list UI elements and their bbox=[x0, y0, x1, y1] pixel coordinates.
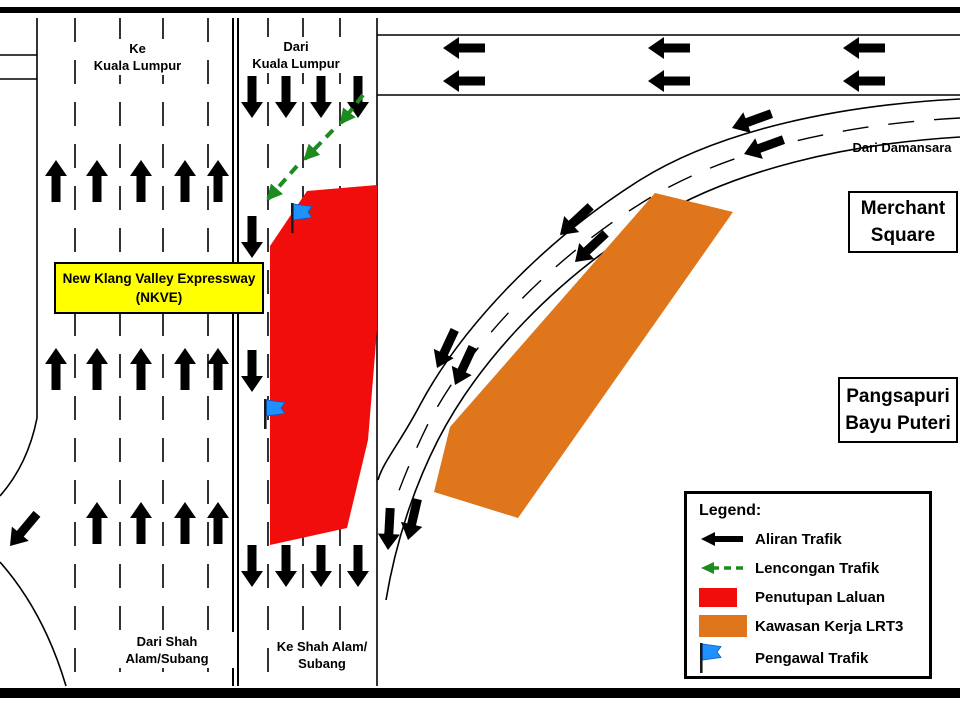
left-flow-arrow bbox=[648, 37, 690, 59]
label-line: Dari Damansara bbox=[852, 140, 952, 155]
down-flow-arrow bbox=[241, 76, 263, 118]
legend-box: Legend: Aliran Trafik Lencongan Trafik bbox=[684, 491, 932, 679]
down-flow-arrow bbox=[310, 76, 332, 118]
up-flow-arrow bbox=[86, 160, 108, 202]
label-line: Square bbox=[870, 225, 936, 246]
up-flow-arrow bbox=[174, 160, 196, 202]
legend-item-aliran-trafik: Aliran Trafik bbox=[699, 527, 917, 551]
legend-item-lencongan-trafik: Lencongan Trafik bbox=[699, 556, 917, 580]
ke-kuala-lumpur-label: Ke Kuala Lumpur bbox=[85, 39, 190, 75]
up-flow-arrow bbox=[130, 502, 152, 544]
up-flow-arrow bbox=[207, 502, 229, 544]
legend-item-label: Penutupan Laluan bbox=[755, 588, 886, 606]
legend-item-label: Lencongan Trafik bbox=[755, 559, 880, 577]
ramp-flow-arrow bbox=[427, 325, 465, 373]
lane-closure-zone bbox=[270, 185, 377, 545]
lane-markings bbox=[74, 18, 341, 686]
ramp-flow-arrow bbox=[728, 103, 776, 139]
page-border-bars bbox=[0, 7, 960, 698]
label-line: Alam/Subang bbox=[125, 651, 209, 666]
down-flow-arrow bbox=[241, 350, 263, 392]
label-line: Subang bbox=[298, 656, 346, 671]
dari-kuala-lumpur-label: Dari Kuala Lumpur bbox=[245, 37, 347, 73]
label-line: Kuala Lumpur bbox=[252, 56, 340, 71]
up-flow-arrow bbox=[86, 348, 108, 390]
label-line: Dari Shah bbox=[136, 634, 198, 649]
legend-item-label: Aliran Trafik bbox=[755, 530, 842, 548]
down-flow-arrow bbox=[347, 545, 369, 587]
legend-item-label: Kawasan Kerja LRT3 bbox=[755, 617, 904, 635]
down-flow-arrow bbox=[275, 545, 297, 587]
up-flow-arrow bbox=[174, 502, 196, 544]
traffic-marshal-flag-icon bbox=[699, 642, 755, 674]
ramp-flow-arrow bbox=[552, 198, 599, 244]
up-flow-arrow bbox=[130, 160, 152, 202]
left-flow-arrow bbox=[443, 37, 485, 59]
legend-item-penutupan-laluan: Penutupan Laluan bbox=[699, 585, 917, 609]
label-line: Bayu Puteri bbox=[845, 413, 951, 434]
label-line: (NKVE) bbox=[135, 290, 183, 305]
label-line: Dari bbox=[283, 39, 309, 54]
down-flow-arrow bbox=[241, 545, 263, 587]
up-flow-arrow bbox=[45, 160, 67, 202]
label-line: Pangsapuri bbox=[846, 386, 950, 407]
up-flow-arrow bbox=[207, 348, 229, 390]
up-flow-arrow bbox=[207, 160, 229, 202]
up-flow-arrow bbox=[86, 502, 108, 544]
dari-shah-alam-label: Dari Shah Alam/Subang bbox=[97, 632, 237, 668]
diversion-arrow-icon bbox=[699, 559, 755, 577]
up-flow-arrow bbox=[130, 348, 152, 390]
label-line: New Klang Valley Expressway bbox=[62, 271, 256, 286]
work-area-swatch bbox=[699, 615, 755, 637]
diversion-arrow bbox=[266, 164, 299, 201]
lane-closure-swatch bbox=[699, 587, 755, 607]
legend-title: Legend: bbox=[699, 502, 762, 519]
diversion-arrow bbox=[339, 93, 365, 125]
left-flow-arrow bbox=[843, 70, 885, 92]
up-flow-arrow bbox=[45, 348, 67, 390]
down-flow-arrow bbox=[275, 76, 297, 118]
pangsapuri-bayu-puteri-box: Pangsapuri Bayu Puteri bbox=[838, 377, 958, 443]
down-flow-arrow bbox=[241, 216, 263, 258]
legend-item-kawasan-kerja: Kawasan Kerja LRT3 bbox=[699, 614, 917, 638]
ramp-flow-arrow bbox=[740, 129, 788, 165]
traffic-flow-arrow-icon bbox=[699, 530, 755, 548]
median-divider bbox=[232, 18, 239, 686]
lrt3-work-area bbox=[434, 193, 733, 518]
legend-item-pengawal-trafik: Pengawal Trafik bbox=[699, 642, 917, 674]
label-line: Ke Shah Alam/ bbox=[276, 639, 368, 654]
exit-flow-arrow bbox=[1, 506, 46, 554]
dari-damansara-label: Dari Damansara bbox=[846, 140, 958, 156]
merge-flow-arrow bbox=[397, 496, 429, 543]
label-line: Merchant bbox=[860, 198, 946, 219]
left-flow-arrow bbox=[443, 70, 485, 92]
up-flow-arrow bbox=[174, 348, 196, 390]
merchant-square-box: Merchant Square bbox=[848, 191, 958, 253]
diversion-arrow bbox=[303, 128, 335, 161]
left-flow-arrow bbox=[843, 37, 885, 59]
ramp-centre-line bbox=[381, 117, 960, 546]
label-line: Kuala Lumpur bbox=[93, 58, 182, 73]
ke-shah-alam-label: Ke Shah Alam/ Subang bbox=[271, 637, 373, 673]
nkve-label-box: New Klang Valley Expressway (NKVE) bbox=[54, 262, 264, 314]
left-flow-arrow bbox=[648, 70, 690, 92]
legend-item-label: Pengawal Trafik bbox=[755, 649, 869, 667]
down-flow-arrow bbox=[310, 545, 332, 587]
diversion-arrows bbox=[266, 93, 365, 201]
label-line: Ke bbox=[129, 41, 146, 56]
